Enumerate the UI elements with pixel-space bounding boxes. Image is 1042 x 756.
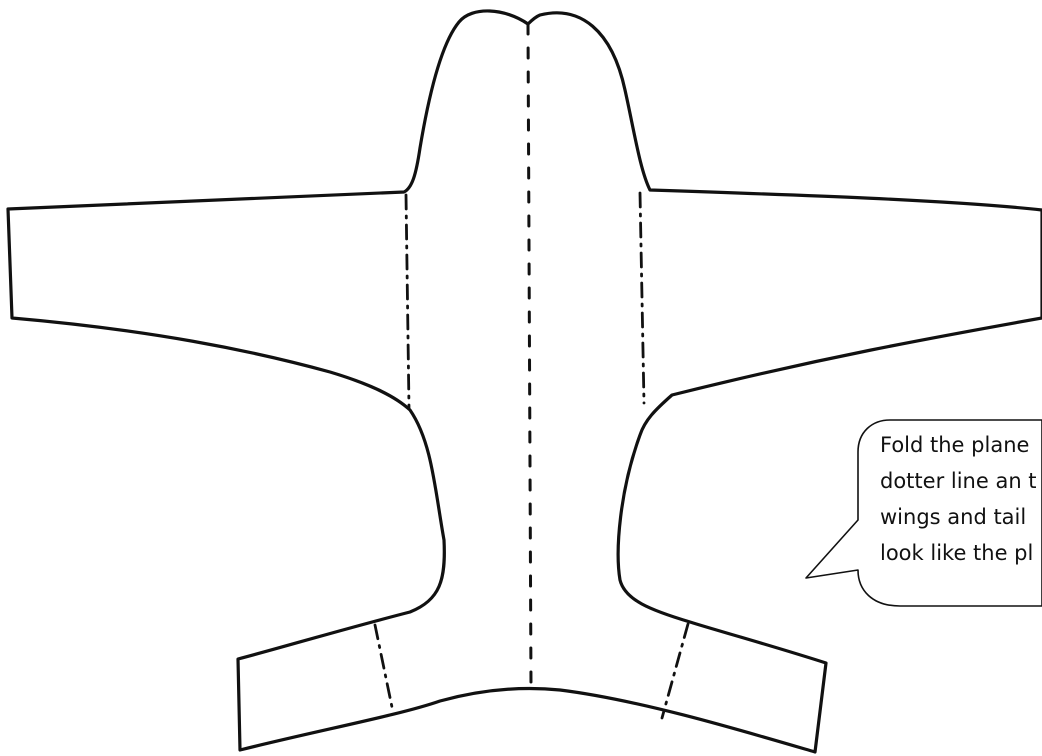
speech-line-3: wings and tail: [880, 505, 1026, 529]
left-wing-fold-line: [404, 193, 411, 410]
plane-outline: [6, 9, 1042, 754]
speech-bubble-shape: [805, 419, 1042, 607]
speech-line-4: look like the pl: [880, 541, 1033, 565]
speech-line-2: dotter line an t: [880, 469, 1037, 493]
speech-bubble: Fold the plane dotter line an t wings an…: [805, 419, 1042, 607]
speech-line-1: Fold the plane: [880, 433, 1029, 457]
center-fold-line: [526, 22, 533, 688]
right-wing-fold-line: [638, 191, 646, 405]
right-tail-fold-line: [660, 622, 690, 720]
left-tail-fold-line: [373, 623, 395, 714]
